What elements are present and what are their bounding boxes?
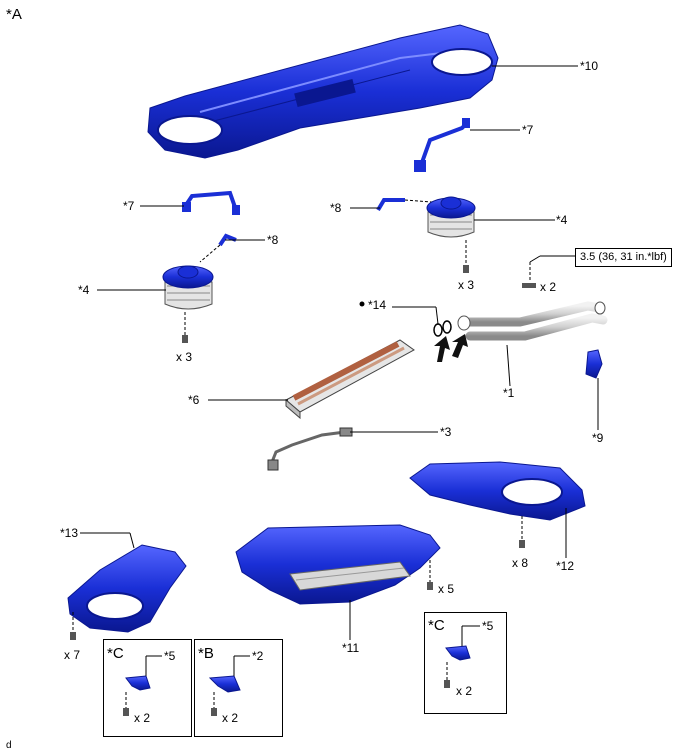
callout-3: *3 xyxy=(440,425,452,439)
inset-frame-c1 xyxy=(103,639,192,737)
callout-9: *9 xyxy=(592,431,604,445)
view-label: *A xyxy=(6,6,22,23)
qty-x3-right: x 3 xyxy=(458,278,475,292)
blower-resistor-right xyxy=(376,198,433,212)
qty-x7: x 7 xyxy=(64,648,81,662)
leader-lines xyxy=(80,65,599,676)
heater-water-pipe xyxy=(457,301,608,341)
inset-tag-c1: *C xyxy=(107,645,124,662)
clip-9 xyxy=(585,349,603,379)
lower-case-left xyxy=(67,544,187,640)
insert-arrow-icon xyxy=(434,336,450,362)
inset-frame-b xyxy=(194,639,283,737)
callout-4-right: *4 xyxy=(556,213,568,227)
inset-tag-c2: *C xyxy=(428,617,445,634)
temperature-sensor-harness xyxy=(267,427,353,471)
inset-tag-b: *B xyxy=(198,645,214,662)
callout-12: *12 xyxy=(556,559,575,573)
insert-arrow-icon xyxy=(452,334,468,358)
blower-motor-right xyxy=(426,196,476,273)
callout-2: *2 xyxy=(252,649,264,663)
callout-14: *14 xyxy=(368,298,387,312)
qty-x2-c2: x 2 xyxy=(456,684,473,698)
callout-8-right: *8 xyxy=(267,233,279,247)
callout-7-left: *7 xyxy=(123,199,135,213)
evaporator-housing xyxy=(235,524,441,605)
callout-6: *6 xyxy=(188,393,200,407)
callout-13: *13 xyxy=(60,526,79,540)
callout-5-b: *5 xyxy=(482,619,494,633)
footer-code: d xyxy=(6,740,12,751)
o-ring-bullet-icon xyxy=(359,301,365,307)
callout-11: *11 xyxy=(342,641,360,655)
callout-5-a: *5 xyxy=(164,649,176,663)
bolt-pair xyxy=(522,262,536,288)
callout-10: *10 xyxy=(580,59,599,73)
callout-7-top: *7 xyxy=(522,123,534,137)
inset-frame-c2 xyxy=(424,612,507,714)
o-ring-markers xyxy=(433,320,468,362)
callout-8-left: *8 xyxy=(330,201,342,215)
inset-c1-bracket xyxy=(123,675,151,716)
callout-4-left: *4 xyxy=(78,283,90,297)
inset-b-bracket xyxy=(208,675,241,716)
qty-x8: x 8 xyxy=(512,556,529,570)
inset-c2-bracket xyxy=(444,645,471,688)
qty-x2-c1: x 2 xyxy=(134,711,151,725)
upper-air-duct-case xyxy=(147,24,499,159)
torque-spec: 3.5 (36, 31 in.*lbf) xyxy=(575,248,672,267)
lower-case-right xyxy=(409,461,586,548)
blower-motor-left xyxy=(162,265,214,343)
wire-harness-top xyxy=(414,118,470,172)
qty-x5: x 5 xyxy=(438,582,455,596)
callout-1: *1 xyxy=(503,386,515,400)
blower-resistor-left xyxy=(199,233,237,263)
wire-harness-left xyxy=(182,190,240,215)
heater-core xyxy=(285,339,415,420)
qty-x2-b: x 2 xyxy=(222,711,239,725)
qty-x2-bolt: x 2 xyxy=(540,280,557,294)
qty-x3-left: x 3 xyxy=(176,350,193,364)
